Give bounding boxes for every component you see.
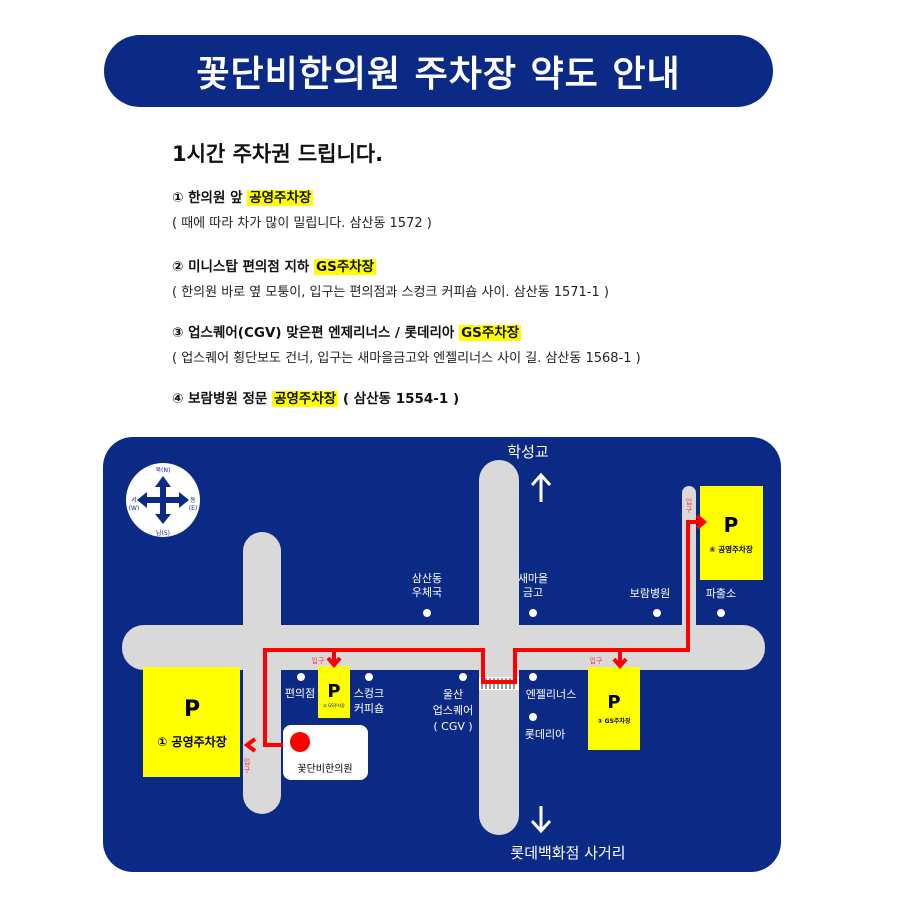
landmark-coffee-2: 커피숍	[354, 702, 384, 715]
landmark-angelinus: 엔젤리너스	[526, 688, 577, 701]
parking-lot-1[interactable]: P ① 공영주차장	[143, 667, 240, 777]
entrance-label-3: 입구	[590, 657, 603, 665]
subtitle: 1시간 주차권 드립니다.	[172, 142, 384, 166]
entrance-label-1b: 구	[244, 766, 251, 774]
parking-label: ④ 공영주차장	[709, 544, 753, 554]
entrance-label-2: 입구	[312, 657, 325, 665]
info-head: ① 한의원 앞	[172, 190, 248, 206]
landmark-post-office-2: 우체국	[412, 586, 442, 599]
info-tail: ( 삼산동 1554-1 )	[338, 391, 460, 407]
arrow-down-icon	[530, 806, 552, 834]
landmark-store: 편의점	[285, 687, 315, 700]
info-head: ② 미니스탑 편의점 지하	[172, 259, 315, 275]
landmark-post-office: 삼산동	[412, 572, 442, 585]
info-item-3: ③ 업스퀘어(CGV) 맞은편 엔제리너스 / 롯데리아 GS주차장 ( 업스퀘…	[172, 321, 641, 366]
clinic-label: 꽃단비한의원	[297, 763, 352, 775]
parking-p-icon: P	[724, 513, 739, 537]
parking-p-icon: P	[184, 697, 200, 722]
entrance-label-4b: 구	[686, 506, 693, 514]
location-dot-icon	[290, 732, 310, 752]
south-destination-label: 롯데백화점 사거리	[510, 844, 625, 862]
entrance-label-4a: 입	[686, 498, 692, 506]
page-title: 꽃단비한의원 주차장 약도 안내	[104, 35, 773, 107]
landmark-bank-2: 금고	[523, 586, 543, 599]
parking-lot-3[interactable]: P ③ GS주차장	[588, 667, 640, 750]
landmark-police: 파출소	[706, 587, 736, 600]
info-highlight: 공영주차장	[247, 190, 314, 206]
compass-west: 서	[131, 496, 137, 504]
info-highlight: GS주차장	[314, 259, 377, 275]
landmark-bank: 새마을	[518, 572, 548, 585]
landmark-cgv-2: 업스퀘어	[433, 704, 473, 717]
info-highlight: 공영주차장	[272, 391, 339, 407]
compass-east-en: (E)	[189, 505, 197, 512]
route	[243, 514, 708, 753]
info-sub: ( 때에 따라 차가 많이 밀립니다. 삼산동 1572 )	[172, 216, 432, 231]
info-item-4: ④ 보람병원 정문 공영주차장 ( 삼산동 1554-1 )	[172, 387, 459, 407]
parking-label: ① 공영주차장	[157, 734, 227, 749]
main-vertical-road	[479, 460, 519, 835]
info-head: ④ 보람병원 정문	[172, 391, 273, 407]
parking-label: ② GS주차장	[323, 702, 345, 708]
info-sub: ( 업스퀘어 횡단보도 건너, 입구는 새마을금고와 엔젤리너스 사이 길. 삼…	[172, 351, 641, 366]
compass-east: 동	[190, 497, 196, 504]
arrow-up-icon	[530, 472, 552, 502]
info-item-1: ① 한의원 앞 공영주차장 ( 때에 따라 차가 많이 밀립니다. 삼산동 15…	[172, 186, 432, 231]
compass-west-en: (W)	[129, 505, 140, 512]
info-item-2: ② 미니스탑 편의점 지하 GS주차장 ( 한의원 바로 옆 모퉁이, 입구는 …	[172, 255, 609, 300]
roads	[122, 460, 765, 835]
compass-south: 남(S)	[156, 529, 170, 537]
info-head: ③ 업스퀘어(CGV) 맞은편 엔제리너스 / 롯데리아	[172, 325, 460, 341]
main-horizontal-road	[122, 625, 765, 670]
landmark-coffee: 스컹크	[354, 687, 384, 700]
entrance-label-1a: 입	[244, 758, 250, 766]
parking-lot-2[interactable]: P ② GS주차장	[318, 666, 350, 718]
parking-lot-4[interactable]: P ④ 공영주차장	[700, 486, 763, 580]
landmark-lotteria: 롯데리아	[525, 728, 565, 741]
parking-p-icon: P	[607, 692, 620, 713]
landmark-cgv: 울산	[443, 688, 463, 701]
compass: 북(N) 남(S) 서 (W) 동 (E)	[126, 463, 200, 537]
parking-p-icon: P	[327, 681, 340, 702]
parking-label: ③ GS주차장	[598, 717, 631, 725]
landmark-cgv-3: ( CGV )	[433, 720, 472, 733]
landmark-hospital: 보람병원	[630, 587, 670, 600]
clinic-marker[interactable]: 꽃단비한의원	[283, 725, 368, 780]
landmark-dots	[297, 609, 725, 721]
info-highlight: GS주차장	[459, 325, 522, 341]
compass-north: 북(N)	[156, 467, 171, 474]
north-destination-label: 학성교	[507, 443, 548, 461]
info-sub: ( 한의원 바로 옆 모퉁이, 입구는 편의점과 스컹크 커피숍 사이. 삼산동…	[172, 285, 609, 300]
compass-arrows-icon	[137, 476, 189, 524]
